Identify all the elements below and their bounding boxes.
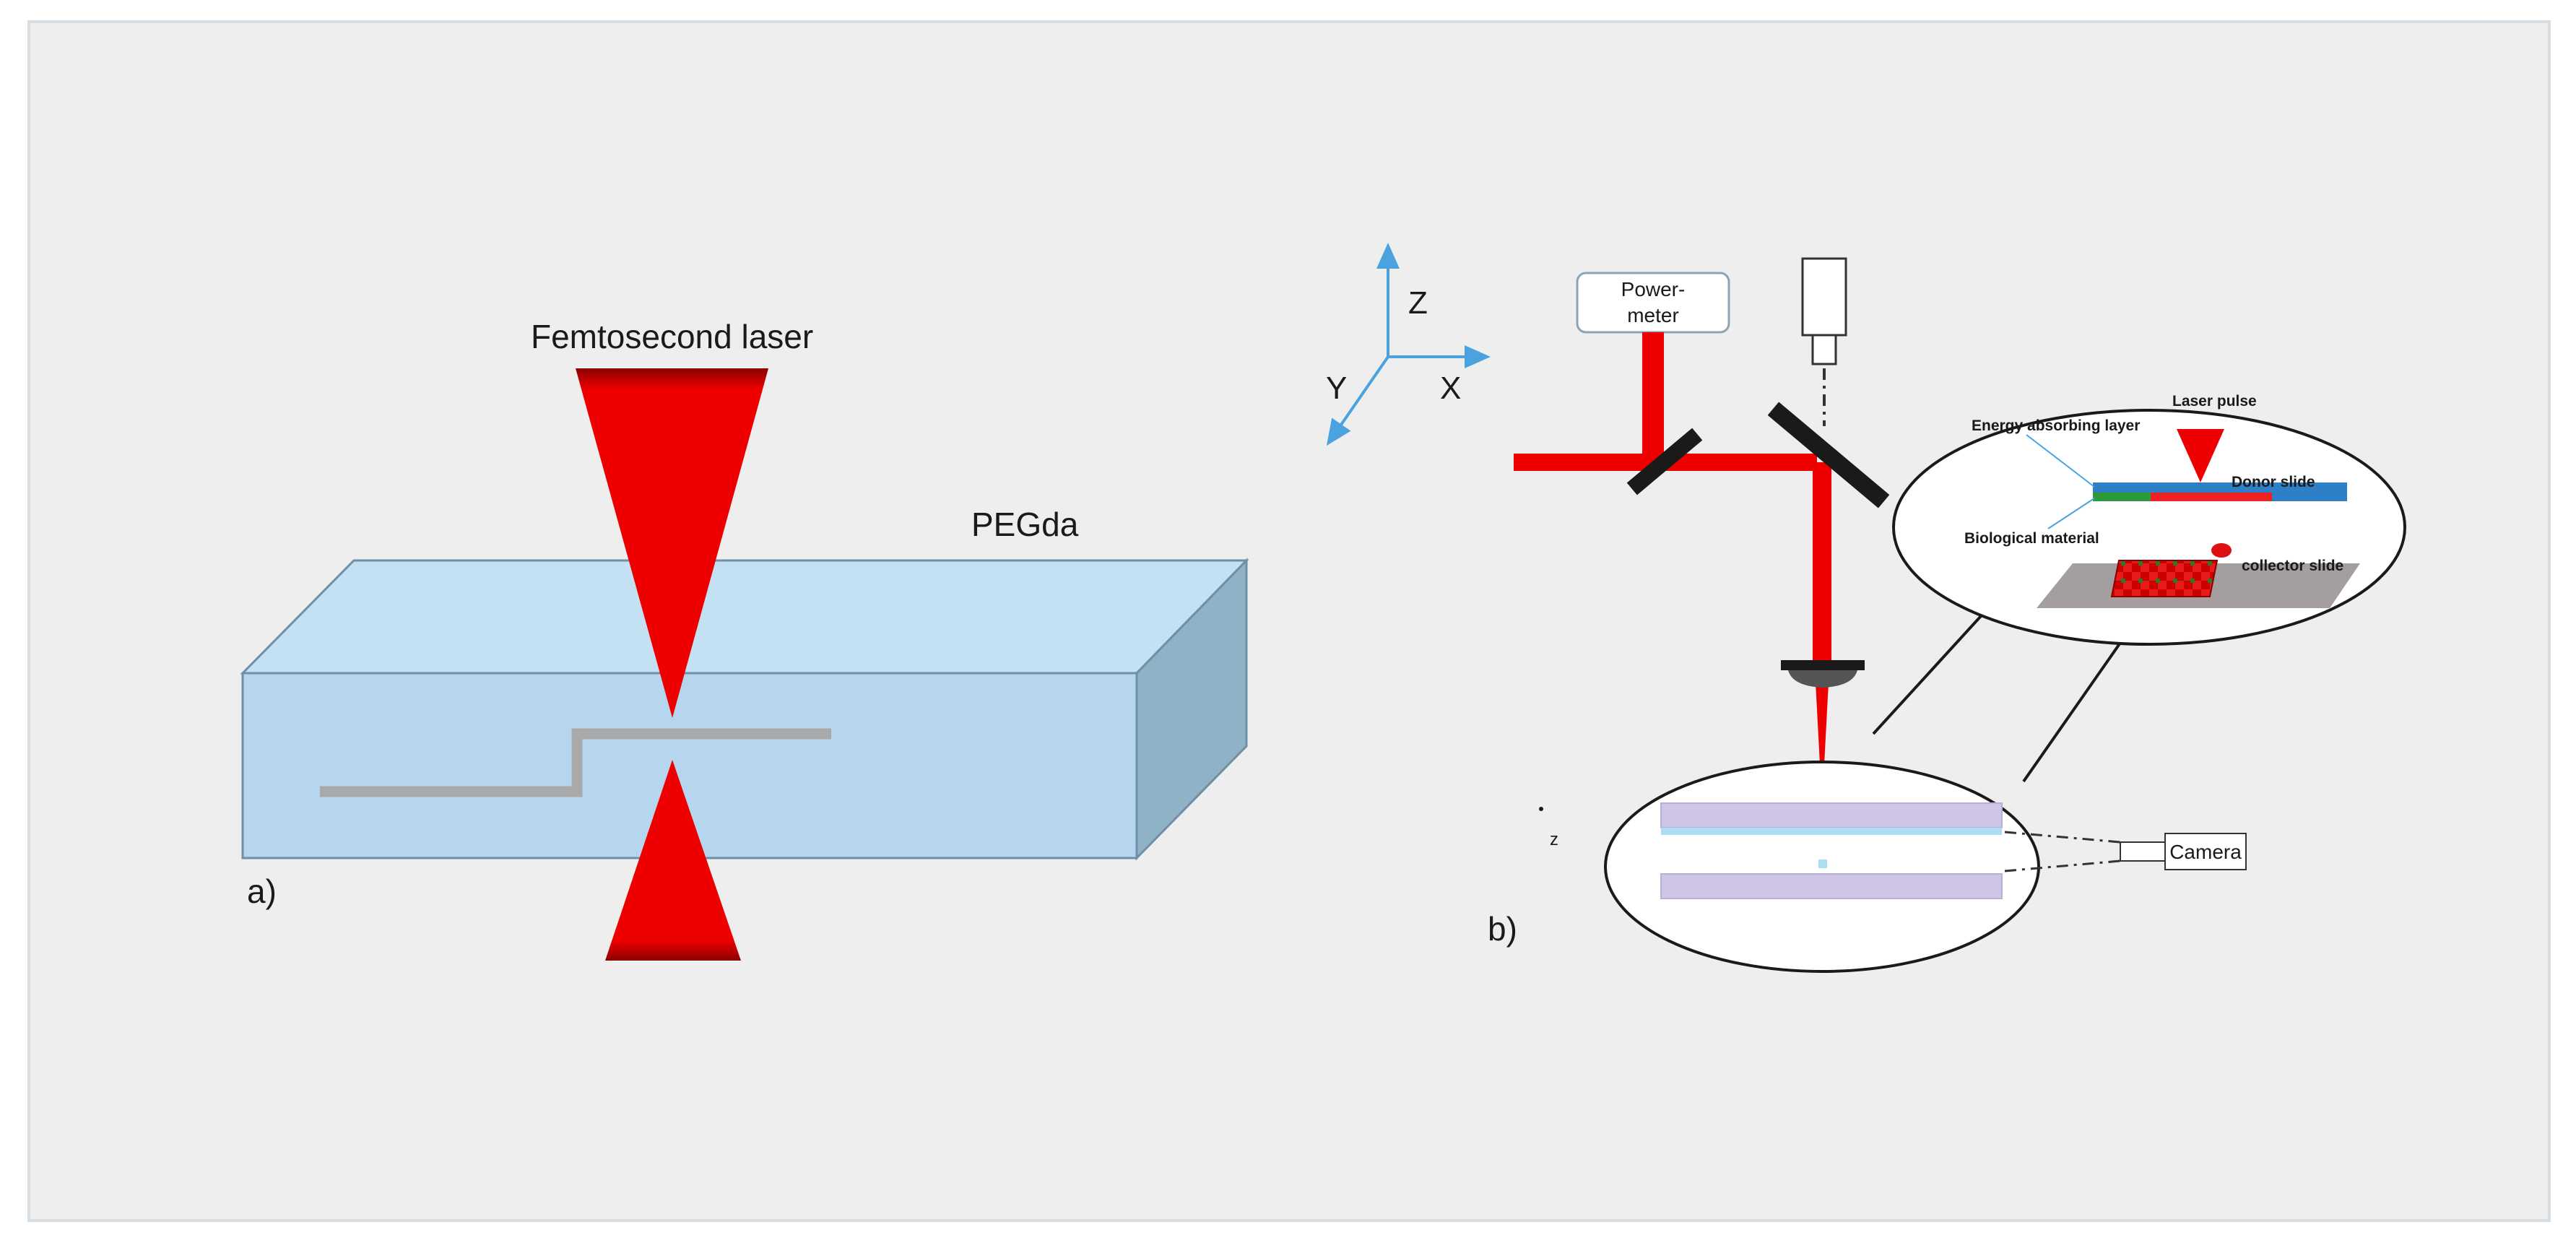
beam-focus xyxy=(1816,683,1829,805)
panel-b-letter: b) xyxy=(1488,910,1517,948)
x-axis-label: X xyxy=(1440,371,1461,406)
donor-slide-coating xyxy=(1661,828,2002,835)
objective-lens-body xyxy=(1788,670,1857,688)
axis-gizmo: Z X Y xyxy=(1326,243,1491,446)
side-camera-box xyxy=(2164,833,2247,870)
inset-energy-layer-pointer xyxy=(2026,434,2095,488)
panel-b: Z X Y Power- meter z xyxy=(1326,243,2406,973)
inset-ejected-droplet xyxy=(2211,543,2232,558)
pegda-block-top xyxy=(240,559,1249,675)
side-camera-sightline-lower xyxy=(2004,859,2121,872)
side-camera-lens xyxy=(2120,841,2166,862)
y-axis-label: Y xyxy=(1326,371,1347,406)
waveguide-path xyxy=(320,728,831,797)
top-camera-lens xyxy=(1811,334,1837,365)
inset-connector-left xyxy=(1872,598,1998,735)
y-axis-arrow xyxy=(1326,355,1389,446)
inset-connector-right xyxy=(2022,641,2122,783)
inset-collector-slide-label: collector slide xyxy=(2242,558,2343,574)
panel-a-letter: a) xyxy=(247,872,277,910)
small-z-label: z xyxy=(1550,830,1558,849)
collector-slide-bar xyxy=(1660,873,2003,899)
z-axis-label: Z xyxy=(1408,285,1428,321)
laser-beam-lower-cone xyxy=(605,760,741,961)
top-camera-body xyxy=(1801,257,1847,337)
beam-splitter-mirror xyxy=(1626,428,1703,495)
inset-biological-layer-green xyxy=(2093,493,2151,501)
transfer-droplet xyxy=(1818,859,1827,868)
panel-a: Femtosecond laser PEGda a) xyxy=(240,318,1249,961)
small-z-dot xyxy=(1539,807,1543,811)
inset-donor-slide xyxy=(2093,482,2347,493)
power-meter-label-line1: Power- xyxy=(1621,278,1686,300)
lift-process-inset xyxy=(1892,409,2406,646)
inset-energy-layer-label: Energy absorbing layer xyxy=(1972,417,2140,434)
inset-printed-cell-array xyxy=(2110,560,2219,597)
material-label: PEGda xyxy=(971,506,1079,543)
side-camera-sightline-upper xyxy=(2004,831,2121,844)
laser-beam-upper-cone xyxy=(576,368,768,718)
inset-laser-pulse-label: Laser pulse xyxy=(2172,393,2257,410)
inset-laser-pulse xyxy=(2177,429,2224,482)
beam-to-power-meter xyxy=(1642,332,1664,462)
inset-biological-layer-blue xyxy=(2272,493,2347,501)
inset-bio-material-label: Biological material xyxy=(1964,530,2099,547)
inset-donor-slide-label: Donor slide xyxy=(2232,474,2315,490)
donor-slide-bar xyxy=(1660,802,2003,828)
beam-down xyxy=(1813,462,1831,663)
inset-biological-layer-red xyxy=(2151,493,2272,501)
camera-label: Camera xyxy=(2169,841,2242,863)
inset-bio-material-pointer xyxy=(2047,498,2095,529)
laser-label: Femtosecond laser xyxy=(531,318,813,355)
objective-lens-top xyxy=(1781,660,1865,670)
turning-mirror xyxy=(1767,402,1890,508)
power-meter-label-line2: meter xyxy=(1627,304,1679,326)
